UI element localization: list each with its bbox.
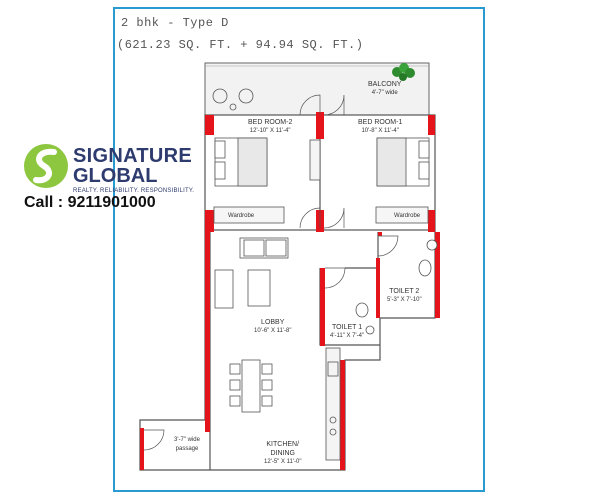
plan-title: 2 bhk - Type D xyxy=(121,16,229,30)
plant-icon xyxy=(392,63,415,81)
room-label-wardrobe-left: Wardrobe xyxy=(228,213,255,219)
toilet-fixtures xyxy=(355,239,438,335)
red-wall-segments xyxy=(140,112,440,470)
brand-name-line2: GLOBAL xyxy=(73,165,158,187)
call-number: Call : 9211901000 xyxy=(24,194,156,211)
kitchen-counter xyxy=(325,347,341,461)
brand-tagline: REALTY. RELIABILITY. RESPONSIBILITY. xyxy=(73,188,195,194)
brand-name-line1: SIGNATURE xyxy=(73,145,192,167)
sofa-icon xyxy=(214,237,289,309)
signature-global-logo-icon xyxy=(24,144,68,188)
bed-icon xyxy=(214,137,430,187)
balcony xyxy=(204,62,430,116)
plan-area: (621.23 SQ. FT. + 94.94 SQ. FT.) xyxy=(117,38,364,52)
wardrobe xyxy=(213,206,429,224)
room-label-wardrobe-right: Wardrobe xyxy=(394,213,421,219)
floor-plan-frame xyxy=(113,7,485,492)
chair-icon xyxy=(212,88,254,111)
brand-block: SIGNATURE GLOBAL REALTY. RELIABILITY. RE… xyxy=(73,146,194,194)
door-swings xyxy=(143,94,399,451)
dining-table-icon xyxy=(229,359,273,413)
